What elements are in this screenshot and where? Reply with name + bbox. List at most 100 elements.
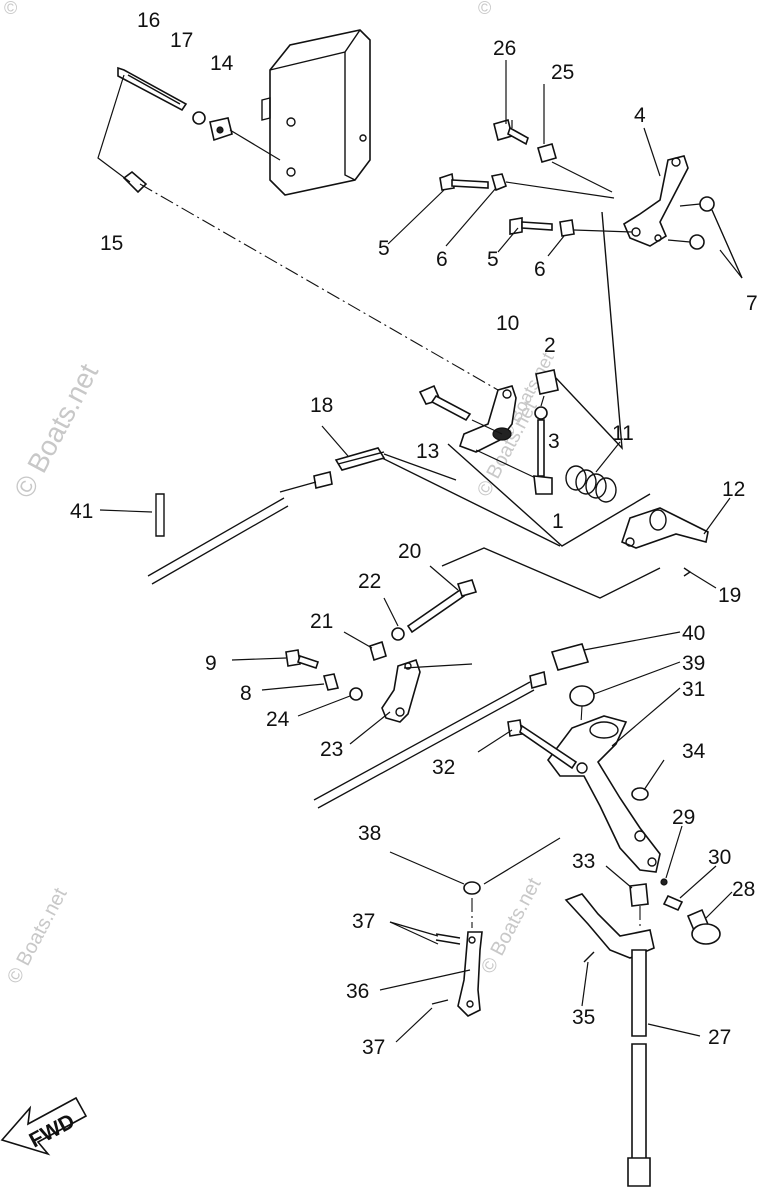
callout-2: 2 bbox=[544, 334, 556, 357]
callout-6b: 6 bbox=[534, 258, 546, 281]
clip-2 bbox=[535, 369, 559, 395]
callout-19: 19 bbox=[718, 584, 741, 607]
callout-11: 11 bbox=[612, 422, 634, 445]
clip-37b bbox=[431, 999, 449, 1005]
clip-14 bbox=[209, 117, 233, 142]
nut-17 bbox=[192, 111, 206, 125]
collar-21 bbox=[369, 640, 387, 662]
cap-7b bbox=[689, 234, 705, 250]
callout-20: 20 bbox=[398, 540, 421, 563]
callout-41: 41 bbox=[70, 500, 93, 523]
bracket-35-holder bbox=[564, 893, 655, 959]
callout-27: 27 bbox=[708, 1026, 731, 1049]
nut-6b bbox=[559, 219, 575, 237]
callout-29: 29 bbox=[672, 806, 695, 829]
bolt-32 bbox=[507, 719, 578, 770]
callout-14: 14 bbox=[210, 52, 234, 75]
clip-41 bbox=[155, 493, 165, 537]
watermark-corner-top: © bbox=[4, 0, 17, 18]
cap-7a bbox=[699, 196, 715, 212]
pin-29 bbox=[660, 878, 668, 886]
callout-16: 16 bbox=[137, 9, 160, 32]
washer-34 bbox=[631, 787, 649, 801]
callout-30: 30 bbox=[708, 846, 731, 869]
washer-24 bbox=[349, 687, 363, 701]
callout-3: 3 bbox=[548, 430, 560, 453]
nut-3 bbox=[534, 406, 548, 420]
callout-24: 24 bbox=[266, 708, 290, 731]
collar-8 bbox=[322, 673, 340, 691]
callout-36: 36 bbox=[346, 980, 369, 1003]
callout-1: 1 bbox=[552, 510, 564, 533]
callout-5b: 5 bbox=[487, 248, 499, 271]
collar-33 bbox=[629, 883, 649, 907]
lever-4 bbox=[622, 155, 689, 247]
bolt-13 bbox=[418, 384, 472, 422]
watermark-main: © Boats.net bbox=[8, 359, 104, 503]
callout-7: 7 bbox=[746, 292, 758, 315]
cable-lower bbox=[313, 681, 531, 801]
callout-39: 39 bbox=[682, 652, 705, 675]
callout-8: 8 bbox=[240, 682, 252, 705]
callout-38: 38 bbox=[358, 822, 381, 845]
callout-17: 17 bbox=[170, 29, 193, 52]
watermark-lower-left: © Boats.net bbox=[3, 884, 72, 987]
rod-1 bbox=[533, 419, 553, 495]
nut-22 bbox=[391, 627, 405, 641]
callout-31: 31 bbox=[682, 678, 705, 701]
lever-23 bbox=[381, 658, 421, 723]
bolt-9 bbox=[285, 649, 320, 670]
watermark-corner-top-right: © bbox=[478, 0, 491, 18]
rod-20 bbox=[406, 579, 478, 634]
callout-25: 25 bbox=[551, 61, 574, 84]
collar-25 bbox=[537, 143, 557, 163]
shaft-27 bbox=[627, 949, 651, 1187]
callout-4: 4 bbox=[634, 104, 646, 127]
callout-35: 35 bbox=[572, 1006, 595, 1029]
clip-40 bbox=[550, 643, 590, 671]
pin-35 bbox=[583, 951, 595, 963]
bolt-5b bbox=[509, 217, 553, 235]
link-18 bbox=[334, 447, 386, 471]
pin-19 bbox=[683, 567, 692, 577]
screw-30 bbox=[662, 894, 684, 912]
clip-15 bbox=[122, 170, 148, 194]
callout-23: 23 bbox=[320, 738, 343, 761]
callout-37a: 37 bbox=[352, 910, 375, 933]
callout-21: 21 bbox=[310, 610, 333, 633]
callout-6a: 6 bbox=[436, 248, 448, 271]
bolt-26 bbox=[493, 119, 529, 146]
callout-18: 18 bbox=[310, 394, 333, 417]
cable-upper bbox=[147, 497, 285, 577]
watermark-lower-center: © Boats.net bbox=[477, 874, 546, 977]
callout-37b: 37 bbox=[362, 1036, 385, 1059]
callout-15: 15 bbox=[100, 232, 123, 255]
bolt-16 bbox=[117, 66, 188, 112]
knob-28 bbox=[686, 908, 721, 945]
callout-28: 28 bbox=[732, 878, 755, 901]
lever-36 bbox=[457, 931, 483, 1017]
callout-32: 32 bbox=[432, 756, 455, 779]
callout-33: 33 bbox=[572, 850, 595, 873]
callout-40: 40 bbox=[682, 622, 705, 645]
bushing-39 bbox=[569, 685, 595, 707]
nut-6a bbox=[490, 173, 507, 192]
callout-9: 9 bbox=[205, 652, 217, 675]
spring-11 bbox=[565, 465, 617, 503]
cable-end-18 bbox=[279, 471, 333, 493]
callout-12: 12 bbox=[722, 478, 745, 501]
bolt-5a bbox=[439, 172, 489, 191]
electrical-box bbox=[261, 29, 371, 196]
callout-22: 22 bbox=[358, 570, 381, 593]
fwd-arrow-icon: FWD bbox=[0, 1096, 88, 1156]
callout-10: 10 bbox=[496, 312, 519, 335]
cable-end-40 bbox=[529, 670, 547, 690]
clip-37a bbox=[435, 933, 461, 945]
callout-5a: 5 bbox=[378, 237, 390, 260]
callout-26: 26 bbox=[493, 37, 516, 60]
washer-38 bbox=[463, 881, 481, 895]
callout-13: 13 bbox=[416, 440, 439, 463]
callout-34: 34 bbox=[682, 740, 706, 763]
lever-31 bbox=[547, 715, 661, 873]
